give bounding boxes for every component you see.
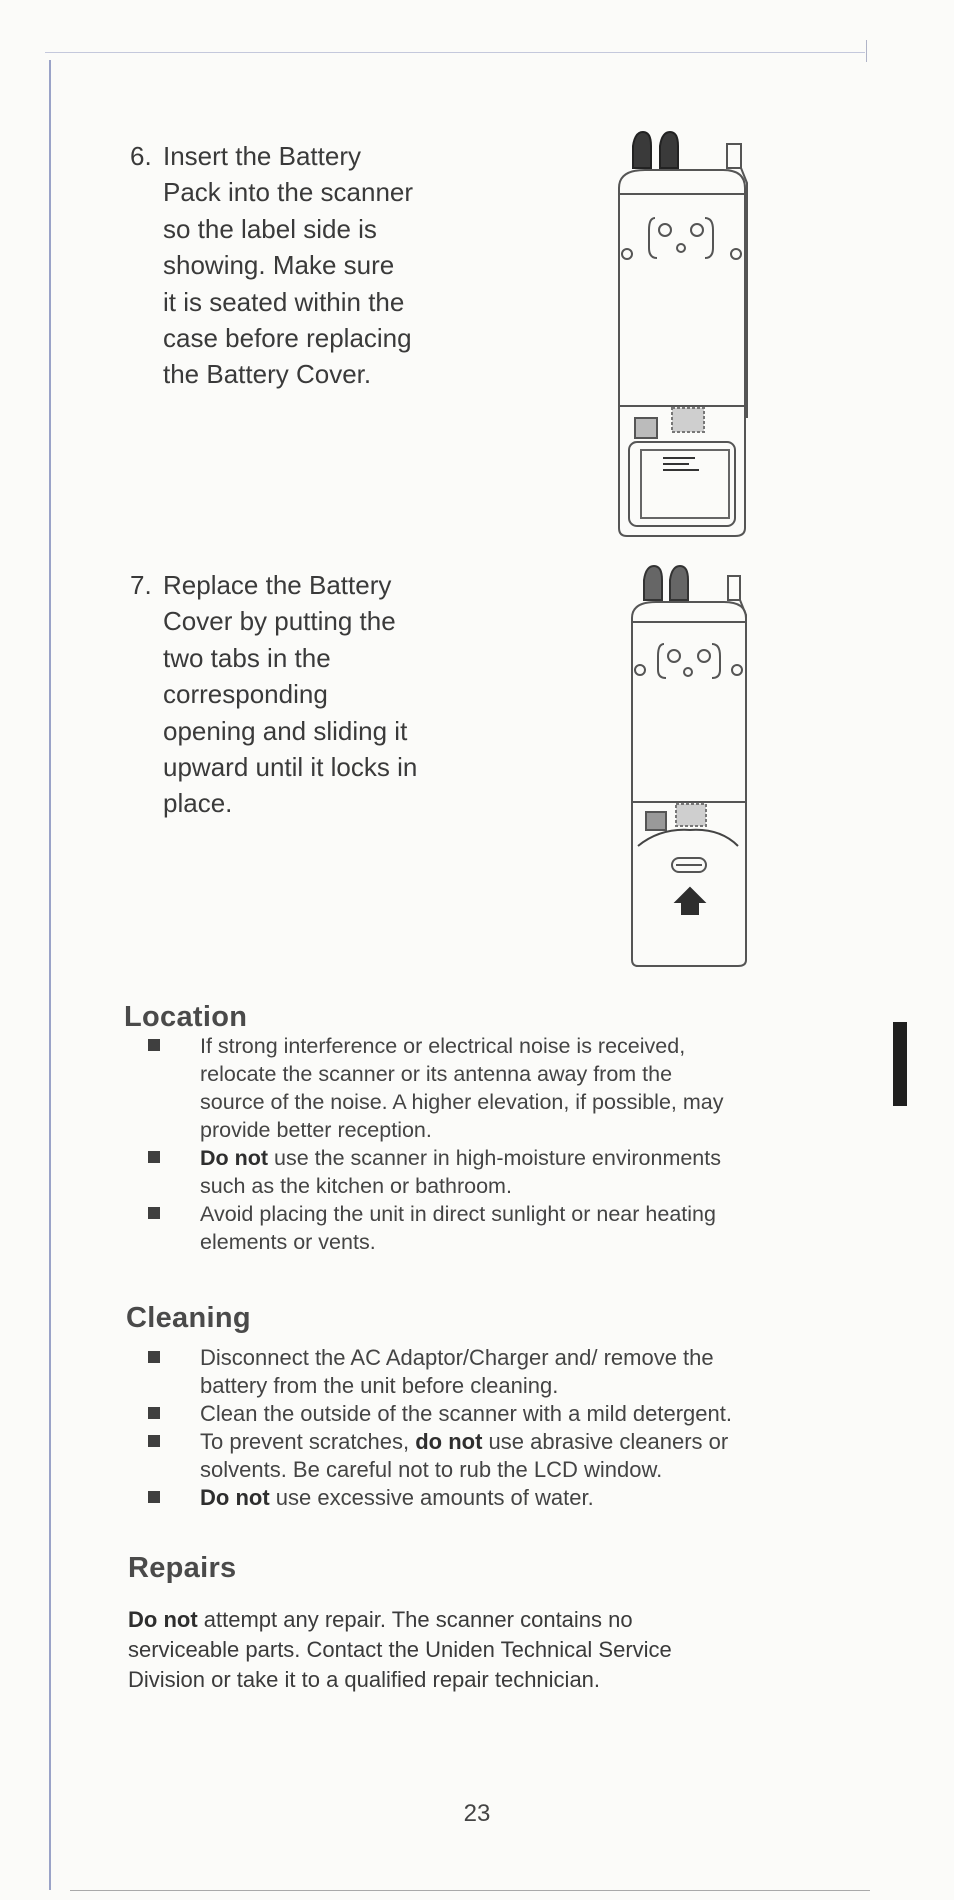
- bullet-line: Clean the outside of the scanner with a …: [200, 1401, 732, 1426]
- step-line: it is seated within the: [163, 286, 405, 317]
- bullet-line: source of the noise. A higher elevation,…: [200, 1090, 724, 1114]
- repairs-text: attempt any repair. The scanner contains…: [197, 1607, 633, 1632]
- bullet-text: use abrasive cleaners or: [482, 1429, 729, 1454]
- emphasis-text: Do not: [128, 1607, 198, 1632]
- step-line: the Battery Cover.: [163, 359, 372, 390]
- scanner-battery-insert-illustration: [618, 130, 748, 537]
- top-margin-line: [45, 52, 865, 53]
- page-number: 23: [463, 1800, 491, 1827]
- bullet-square-icon: [148, 1491, 160, 1503]
- bullet-line: Do not use the scanner in high-moisture …: [200, 1144, 723, 1172]
- step-line: place.: [163, 788, 233, 819]
- step-line: upward until it locks in: [163, 752, 418, 783]
- list-item: To prevent scratches, do not use abrasiv…: [148, 1428, 732, 1484]
- emphasis-text: Do not: [200, 1146, 269, 1170]
- bullet-line: such as the kitchen or bathroom.: [200, 1174, 512, 1198]
- chapter-tab-marker: [893, 1022, 907, 1106]
- emphasis-text: do not: [415, 1429, 483, 1454]
- scanner-battery-cover-illustration: [631, 564, 747, 967]
- step-line: showing. Make sure: [163, 250, 395, 281]
- step-line: so the label side is: [163, 213, 377, 244]
- bullet-line: Avoid placing the unit in direct sunligh…: [200, 1202, 716, 1226]
- step-number: 7.: [130, 570, 152, 600]
- bullet-line: elements or vents.: [200, 1230, 376, 1254]
- cleaning-bullet-list: Disconnect the AC Adaptor/Charger and/ r…: [148, 1344, 732, 1512]
- bullet-line: Disconnect the AC Adaptor/Charger and/ r…: [200, 1345, 714, 1370]
- bullet-line: If strong interference or electrical noi…: [200, 1034, 686, 1058]
- emphasis-text: Do not: [200, 1485, 270, 1510]
- location-heading: Location: [124, 1001, 248, 1033]
- step-line: case before replacing: [163, 323, 412, 354]
- repairs-line: Division or take it to a qualified repai…: [128, 1667, 601, 1692]
- repairs-line: serviceable parts. Contact the Uniden Te…: [128, 1637, 672, 1662]
- bullet-square-icon: [148, 1435, 160, 1447]
- bullet-square-icon: [148, 1151, 160, 1163]
- step-text: Insert the Battery Pack into the scanner…: [163, 138, 463, 393]
- bullet-square-icon: [148, 1207, 160, 1219]
- bullet-line: provide better reception.: [200, 1118, 432, 1142]
- bullet-text: To prevent scratches,: [200, 1429, 416, 1454]
- step-number: 6.: [130, 141, 152, 171]
- list-item: Do not use excessive amounts of water.: [148, 1484, 732, 1512]
- list-item: Avoid placing the unit in direct sunligh…: [148, 1200, 723, 1256]
- step-line: Cover by putting the: [163, 606, 396, 637]
- bullet-square-icon: [148, 1407, 160, 1419]
- list-item: Clean the outside of the scanner with a …: [148, 1400, 732, 1428]
- bullet-text: use the scanner in high-moisture environ…: [268, 1146, 721, 1170]
- repairs-heading: Repairs: [128, 1552, 237, 1584]
- step-line: Replace the Battery: [163, 570, 392, 600]
- bullet-line: relocate the scanner or its antenna away…: [200, 1062, 673, 1086]
- step-line: Insert the Battery: [163, 141, 361, 171]
- step-text: Replace the Battery Cover by putting the…: [163, 567, 463, 822]
- right-corner-mark: [866, 40, 867, 62]
- list-item: Do not use the scanner in high-moisture …: [148, 1144, 723, 1200]
- bottom-margin-line: [70, 1890, 870, 1891]
- repairs-line: Do not attempt any repair. The scanner c…: [128, 1605, 828, 1635]
- step-line: two tabs in the: [163, 642, 331, 673]
- left-margin-line: [49, 60, 51, 1890]
- repairs-paragraph: Do not attempt any repair. The scanner c…: [128, 1605, 828, 1695]
- step-line: opening and sliding it: [163, 715, 408, 746]
- list-item: Disconnect the AC Adaptor/Charger and/ r…: [148, 1344, 732, 1400]
- bullet-line: solvents. Be careful not to rub the LCD …: [200, 1457, 663, 1482]
- bullet-line: To prevent scratches, do not use abrasiv…: [200, 1428, 732, 1456]
- bullet-square-icon: [148, 1039, 160, 1051]
- step-line: corresponding: [163, 679, 328, 710]
- location-bullet-list: If strong interference or electrical noi…: [148, 1032, 723, 1256]
- list-item: If strong interference or electrical noi…: [148, 1032, 723, 1144]
- bullet-square-icon: [148, 1351, 160, 1363]
- cleaning-heading: Cleaning: [126, 1302, 251, 1334]
- step-line: Pack into the scanner: [163, 177, 414, 208]
- bullet-line: Do not use excessive amounts of water.: [200, 1484, 732, 1512]
- bullet-line: battery from the unit before cleaning.: [200, 1373, 559, 1398]
- bullet-text: use excessive amounts of water.: [269, 1485, 594, 1510]
